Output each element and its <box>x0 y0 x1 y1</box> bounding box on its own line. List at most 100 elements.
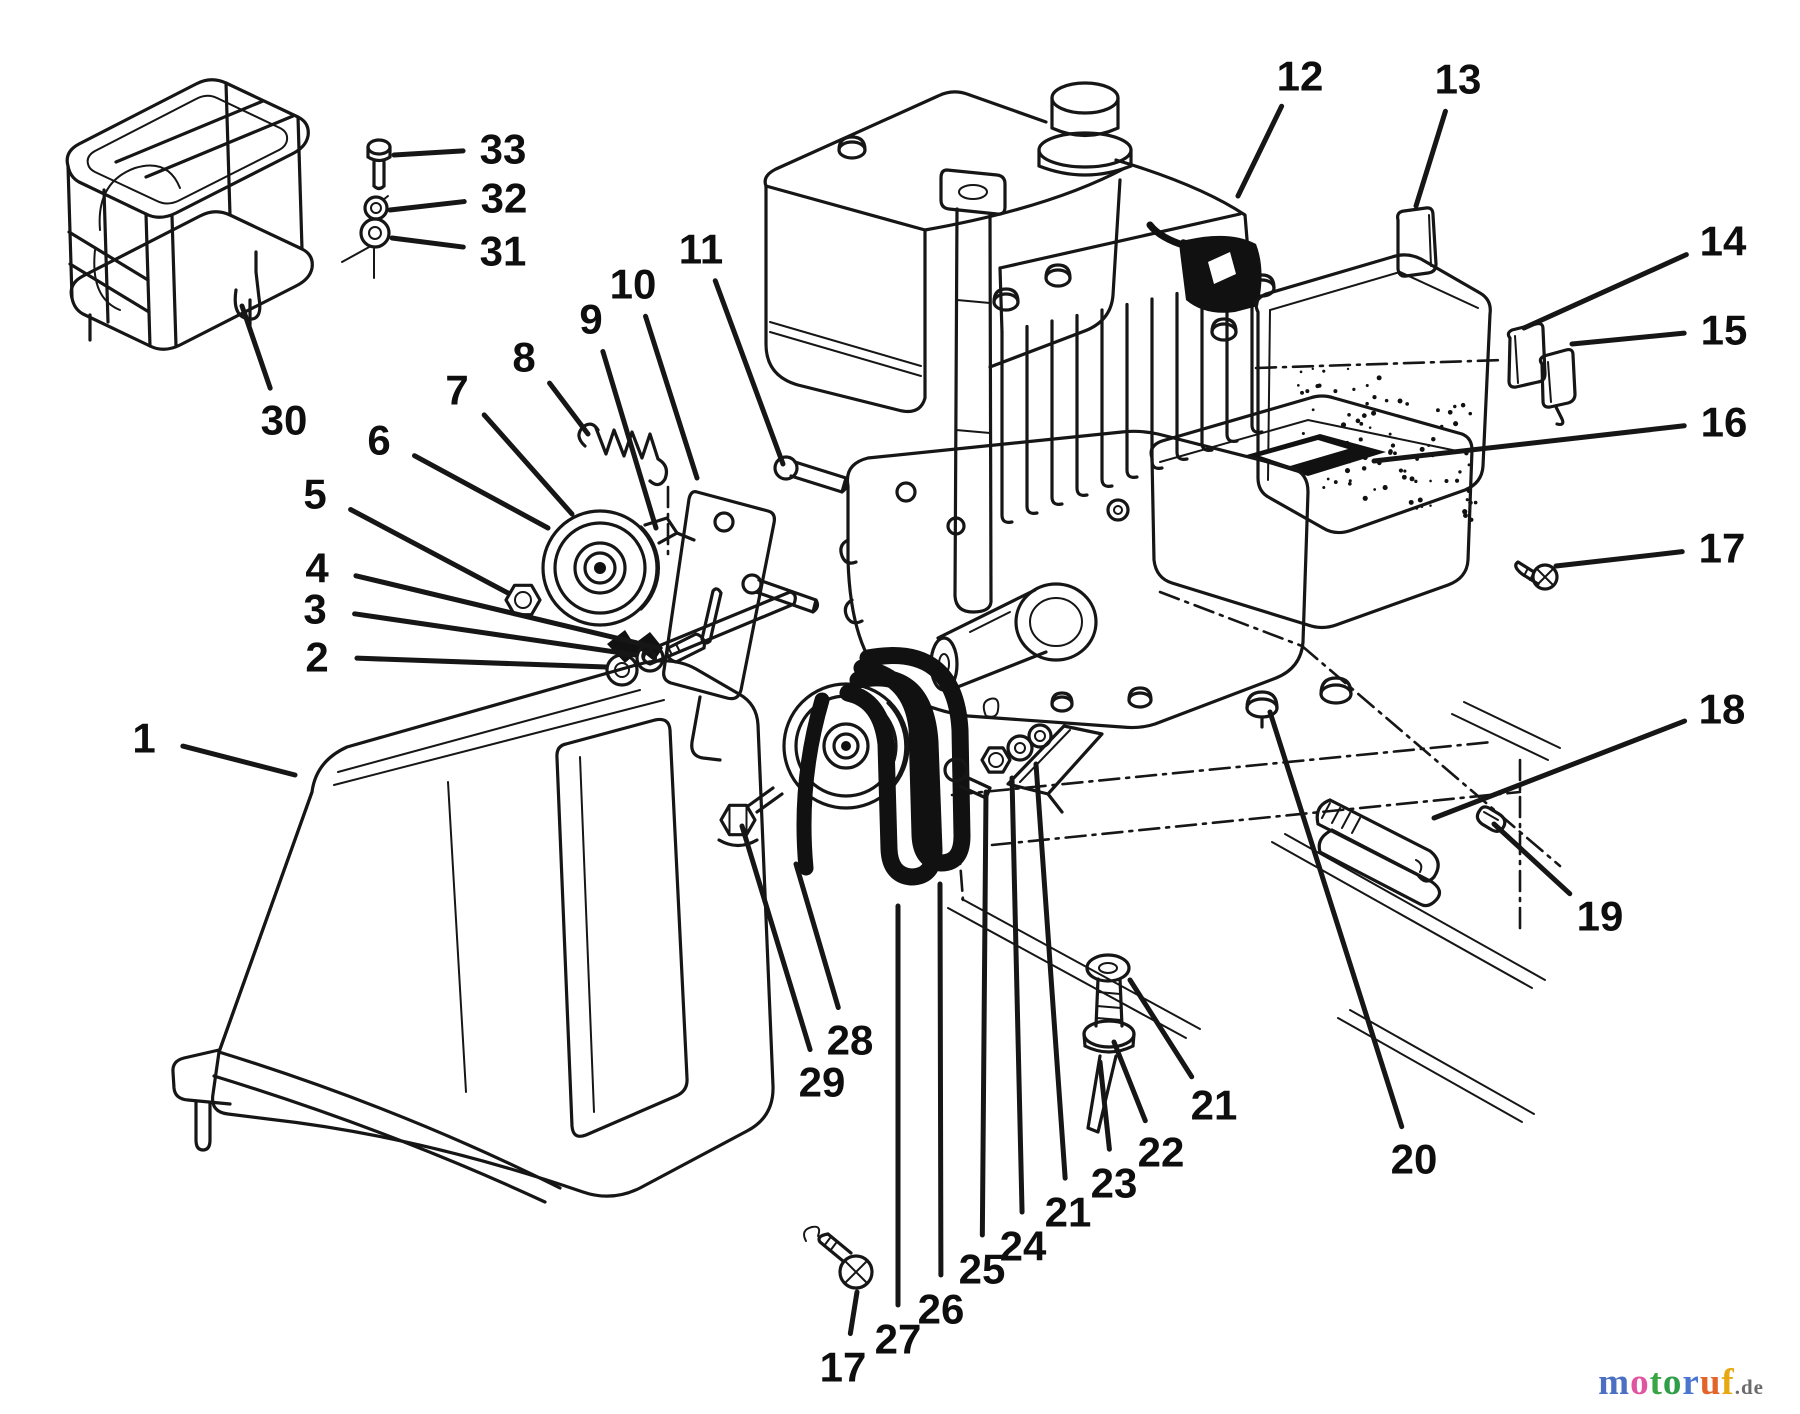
callout-number-30: 30 <box>261 397 308 444</box>
callout-number-23: 23 <box>1091 1160 1138 1207</box>
leader-line-24 <box>1009 775 1025 1215</box>
callout-27: 27 <box>875 903 922 1363</box>
callout-number-10: 10 <box>610 261 657 308</box>
leader-line-21 <box>1033 761 1068 1181</box>
callout-number-17: 17 <box>1699 525 1746 572</box>
leader-line-2 <box>354 655 609 670</box>
callout-number-29: 29 <box>799 1059 846 1106</box>
callout-number-17: 17 <box>820 1344 867 1391</box>
clip-15-icon <box>1538 347 1577 427</box>
callout-1: 1 <box>132 715 298 778</box>
callout-17: 17 <box>820 1289 867 1391</box>
callout-5: 5 <box>303 471 511 596</box>
bolt-18-link <box>1317 828 1442 908</box>
callout-number-11: 11 <box>679 226 723 273</box>
callout-number-27: 27 <box>875 1316 922 1363</box>
callout-19: 19 <box>1491 821 1623 940</box>
leader-line-1 <box>180 743 298 778</box>
leader-line-30 <box>239 303 273 391</box>
leader-line-22 <box>1111 1039 1148 1124</box>
callout-number-12: 12 <box>1277 53 1324 100</box>
callout-number-4: 4 <box>305 545 329 592</box>
bolt-18-icon <box>1315 798 1440 883</box>
cylinder-fins <box>1000 275 1264 524</box>
callout-number-3: 3 <box>303 586 326 633</box>
pivot-a-frame <box>1006 724 1104 814</box>
callout-number-22: 22 <box>1138 1129 1185 1176</box>
callout-6: 6 <box>367 417 551 531</box>
callout-31: 31 <box>389 228 526 275</box>
fuel-tank <box>763 81 1254 414</box>
callout-number-2: 2 <box>305 634 328 681</box>
callout-number-15: 15 <box>1701 307 1748 354</box>
callout-3: 3 <box>303 586 639 658</box>
callout-25: 25 <box>959 789 1005 1293</box>
leader-line-23 <box>1097 1059 1112 1152</box>
muffler-guard-cage <box>65 78 314 351</box>
air-cleaner-cover <box>1254 253 1492 535</box>
leader-line-32 <box>387 199 467 213</box>
callout-number-5: 5 <box>303 471 326 518</box>
callout-13: 13 <box>1413 56 1482 209</box>
idler-shaft-bolt-4 <box>641 590 797 666</box>
callout-number-33: 33 <box>480 126 527 173</box>
logo-letter: u <box>1699 1362 1722 1403</box>
tank-bolt-icon <box>837 135 867 160</box>
leader-line-28 <box>793 861 841 1010</box>
carriage-bolt-11-icon <box>773 455 849 494</box>
leader-line-9 <box>600 348 659 531</box>
leader-line-33 <box>391 148 466 158</box>
callout-16: 16 <box>1371 399 1748 464</box>
callout-number-32: 32 <box>481 175 528 222</box>
logo-letter: t <box>1649 1362 1663 1403</box>
leader-line-21 <box>1127 977 1195 1080</box>
callout-30: 30 <box>239 303 308 444</box>
crankcase <box>839 429 1353 730</box>
callout-28: 28 <box>793 861 873 1064</box>
logo-letter: m <box>1598 1362 1631 1403</box>
callout-24: 24 <box>1000 775 1047 1270</box>
leader-line-5 <box>348 507 511 596</box>
callout-2: 2 <box>305 634 609 681</box>
callout-number-9: 9 <box>579 296 602 343</box>
callout-number-16: 16 <box>1701 399 1748 446</box>
leader-line-31 <box>389 235 466 250</box>
leader-line-3 <box>352 611 639 658</box>
bolt-33-icon <box>366 138 392 191</box>
idler-pulley-icon <box>541 509 660 627</box>
callout-number-20: 20 <box>1391 1136 1438 1183</box>
callout-8: 8 <box>512 334 591 437</box>
leader-line-13 <box>1413 108 1448 209</box>
spark-plug-boot-icon <box>1146 221 1262 313</box>
callout-number-1: 1 <box>132 715 155 762</box>
leader-line-18 <box>1431 718 1688 821</box>
spacer-sleeve <box>665 632 706 664</box>
cap-nut-19-icon <box>1475 805 1507 833</box>
callout-14: 14 <box>1521 218 1747 331</box>
callout-4: 4 <box>305 545 661 651</box>
callout-11: 11 <box>679 226 786 467</box>
screw-17-right-icon <box>1514 560 1559 591</box>
leader-line-17 <box>1553 549 1685 569</box>
frame-bolt-assembly <box>1082 953 1136 1134</box>
callout-12: 12 <box>1235 53 1324 199</box>
callout-21: 21 <box>1033 761 1091 1236</box>
cover-screw-17-icon <box>803 1225 874 1290</box>
callout-number-13: 13 <box>1435 56 1482 103</box>
callout-number-6: 6 <box>367 417 390 464</box>
mounting-stud-nuts <box>1245 676 1353 729</box>
callout-29: 29 <box>739 823 846 1106</box>
leader-line-6 <box>411 453 551 531</box>
leader-line-11 <box>712 278 786 467</box>
callout-7: 7 <box>445 367 575 517</box>
callout-number-18: 18 <box>1699 686 1746 733</box>
callout-32: 32 <box>387 175 528 222</box>
guard-mounting-hardware <box>341 138 392 279</box>
oil-fill-tube <box>939 168 1007 614</box>
leader-line-14 <box>1521 252 1689 331</box>
leader-line-26 <box>937 881 944 1278</box>
logo-suffix: .de <box>1734 1375 1764 1399</box>
callout-9: 9 <box>579 296 659 531</box>
